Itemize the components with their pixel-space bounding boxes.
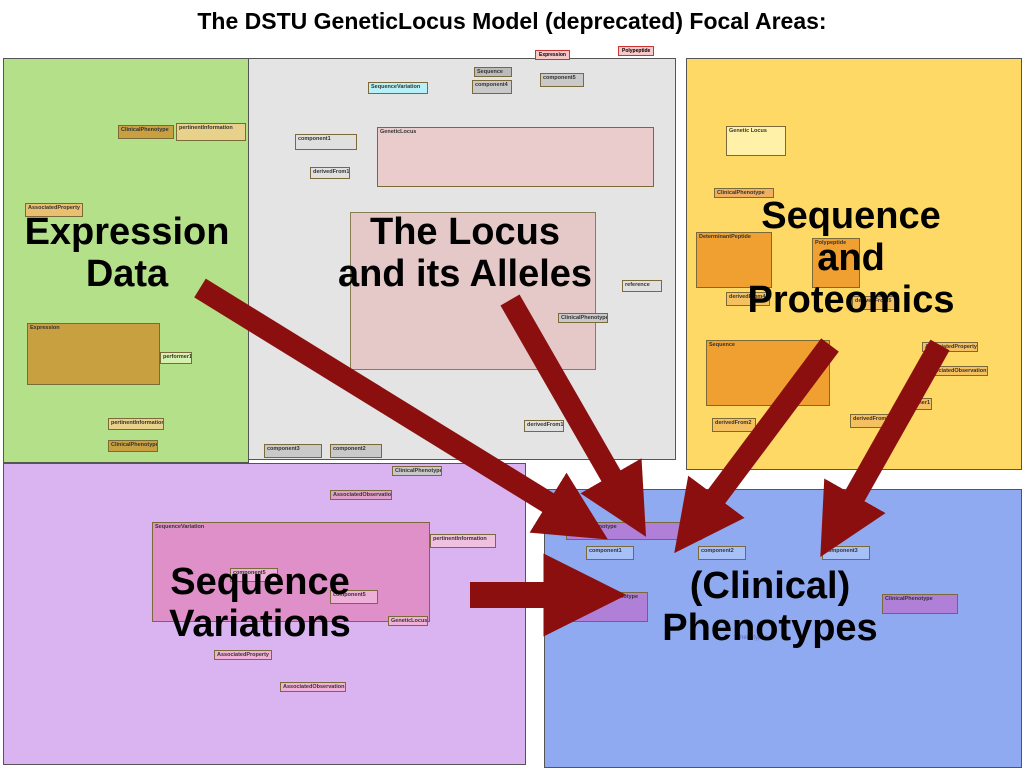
associated-observation-box-1: AssociatedObservation [330, 490, 392, 500]
polypeptide-tag: Polypeptide [618, 46, 655, 56]
derived-from1-box-1: derivedFrom1 [310, 167, 350, 179]
genetic-locus-box: GeneticLocus [377, 127, 654, 187]
locus-allele-box [350, 212, 596, 370]
performer1-box-1: performer1 [160, 352, 192, 364]
arrow-sequence-to-phenotypes [674, 338, 839, 554]
component5-box-3: component5 [330, 590, 378, 604]
associated-property-box-3: AssociatedProperty [214, 650, 272, 660]
clinical-phenotype-box-7: ClinicalPhenotype [882, 594, 958, 614]
sequence-variation-box-2: SequenceVariation [152, 522, 430, 622]
locus-alleles-label: The Locus and its Alleles [337, 211, 593, 295]
arrow-locus-to-phenotypes [500, 294, 647, 537]
genetic-locus-note-box: Genetic Locus [726, 126, 786, 156]
sequence-variations-label: Sequence Variations [169, 561, 351, 645]
expression-data-label: Expression Data [24, 211, 230, 295]
component2-box-1: component2 [330, 444, 382, 458]
derived-from2-box: derivedFrom2 [712, 418, 756, 432]
clinical-phenotype-box-4: ClinicalPhenotype [392, 466, 442, 476]
component3-box: component3 [264, 444, 322, 458]
expression-tag: Expression [535, 50, 570, 60]
derived-from5-box: derivedFrom5 [852, 296, 896, 310]
clinical-phenotype-box-5: ClinicalPhenotype [714, 188, 774, 198]
component1-box: component1 [295, 134, 357, 150]
genetic-locus-box-2: GeneticLocus [388, 616, 428, 626]
component4-box: component4 [472, 80, 512, 94]
associated-property-box-2: AssociatedProperty [922, 342, 978, 352]
clinical-phenotype-box-2: ClinicalPhenotype [108, 440, 158, 452]
pertinent-information-box-1: pertinentInformation [176, 123, 246, 141]
component5-box-2: component5 [230, 568, 278, 582]
phenotypes-label: Phenotypes [736, 635, 768, 641]
pertinent-information-box-2: pertinentInformation [108, 418, 164, 430]
sequence-box-top: Sequence [474, 67, 512, 77]
associated-observation-box-3: AssociatedObservation [280, 682, 346, 692]
arrow-expression-to-phenotypes [194, 278, 608, 540]
polypeptide-box: Polypeptide [812, 238, 860, 288]
page-title: The DSTU GeneticLocus Model (deprecated)… [197, 8, 827, 34]
reference-box: reference [622, 280, 662, 292]
sequence-variation-box-1: SequenceVariation [368, 82, 428, 94]
clinical-phenotype-box-3: ClinicalPhenotype [558, 313, 608, 323]
derived-from1-box-2: derivedFrom1 [524, 420, 564, 432]
associated-property-box-1: AssociatedProperty [25, 203, 83, 217]
clinical-phenotypes-label: (Clinical) Phenotypes [662, 565, 878, 649]
sequence-proteomics-label: Sequence and Proteomics [747, 195, 955, 321]
component5-box-1: component5 [540, 73, 584, 87]
pertinent-information-box-3: pertinentInformation [430, 534, 496, 548]
determinant-peptide-box: DeterminantPeptide [696, 232, 772, 288]
expression-class-box: Expression [27, 323, 160, 385]
derived-from4-box: derivedFrom4 [726, 292, 770, 306]
clinical-phenotype-box-1: ClinicalPhenotype [118, 125, 174, 139]
arrow-proteomics-to-phenotypes [820, 339, 950, 558]
